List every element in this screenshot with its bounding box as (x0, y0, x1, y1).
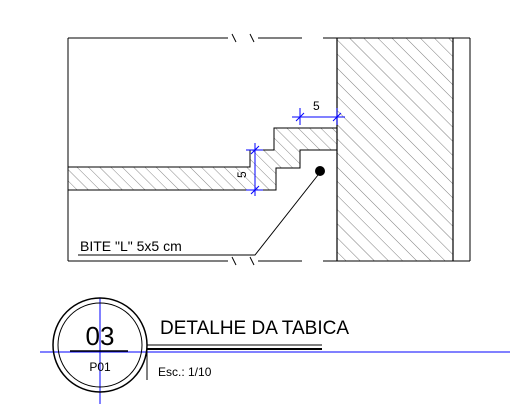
anchor-dot (315, 166, 325, 176)
ceiling-outline (67, 37, 337, 262)
dimension-horizontal-label: 5 (313, 99, 320, 113)
sheet-number: P01 (89, 360, 111, 374)
gypsum-profile (67, 127, 338, 191)
title-block (40, 297, 510, 404)
wall (336, 37, 471, 262)
detail-number: 03 (86, 321, 115, 351)
dimension-vertical (246, 143, 263, 196)
callout-leader (78, 174, 319, 256)
detail-title: DETALHE DA TABICA (160, 318, 349, 339)
break-marks (231, 33, 255, 266)
callout-label: BITE "L" 5x5 cm (80, 238, 182, 254)
scale-label: Esc.: 1/10 (158, 365, 212, 379)
dimension-vertical-label: 5 (235, 171, 249, 178)
dimension-horizontal (292, 108, 345, 125)
